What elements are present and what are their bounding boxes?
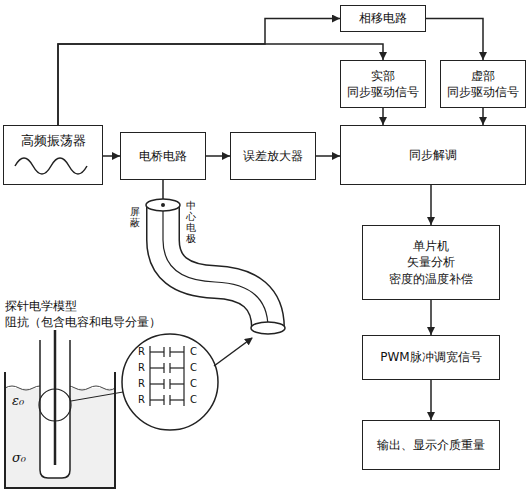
connector-arrow — [382, 108, 384, 125]
cable-inner — [163, 205, 268, 328]
box-text: 实部 同步驱动信号 — [345, 68, 421, 100]
resistor-label: R — [138, 394, 145, 405]
pointer-arrow — [214, 338, 252, 366]
rail — [183, 346, 184, 406]
rail — [149, 346, 150, 406]
box-text: 高频振荡器 — [8, 132, 98, 150]
capacitor-label: C — [190, 394, 197, 405]
resistor-label: R — [138, 362, 145, 373]
capacitor-label: C — [190, 346, 197, 357]
resistor-label: R — [138, 378, 145, 389]
oscillator-box: 高频振荡器 — [3, 125, 103, 185]
probe-rod — [54, 330, 57, 465]
amplifier-box: 误差放大器 — [230, 132, 316, 180]
capacitor-label: C — [190, 362, 197, 373]
sine-wave — [15, 158, 87, 174]
pwm-box: PWM脉冲调宽信号 — [362, 335, 500, 380]
resistor-label: R — [138, 346, 145, 357]
box-text: 单片机 — [367, 238, 495, 254]
capacitor-label: C — [190, 378, 197, 389]
model-note: 阻抗（包含电容和电导分量） — [5, 314, 161, 331]
electrode-dot — [161, 203, 165, 207]
bridge-box: 电桥电路 — [120, 132, 206, 180]
connector-arrow — [103, 155, 120, 157]
box-text: PWM脉冲调宽信号 — [367, 349, 495, 365]
connector-arrow — [58, 19, 340, 126]
electrode-label: 中心电极 — [186, 200, 196, 244]
leader-line — [71, 392, 123, 401]
conductivity-symbol: σ₀ — [12, 450, 26, 465]
mcu-box: 单片机矢量分析密度的温度补偿 — [362, 225, 500, 300]
cable-end — [146, 199, 180, 211]
box-text: 输出、显示介质重量 — [367, 437, 495, 453]
connector-arrow — [426, 19, 483, 61]
box-text: 虚部 同步驱动信号 — [445, 68, 521, 100]
box-text: 误差放大器 — [235, 148, 311, 164]
permittivity-symbol: ε₀ — [12, 393, 24, 408]
connector-arrow — [206, 155, 230, 157]
connector-arrow — [316, 155, 340, 157]
box-text: 密度的温度补偿 — [367, 271, 495, 287]
rc-ladder — [150, 347, 184, 405]
box-text: 同步解调 — [345, 147, 521, 163]
connector-arrow — [430, 185, 432, 225]
connector-arrow — [430, 300, 432, 335]
connector-arrow — [482, 108, 484, 125]
box-text: 相移电路 — [345, 10, 421, 26]
model-title: 探针电学模型 — [5, 298, 77, 315]
detail-circle — [39, 389, 71, 421]
connector-arrow — [58, 44, 383, 125]
signal-box: 实部 同步驱动信号 — [340, 60, 426, 108]
center-electrode — [163, 205, 268, 328]
zoom-circle — [122, 334, 218, 430]
box-text: 矢量分析 — [367, 254, 495, 270]
output-box: 输出、显示介质重量 — [362, 420, 500, 470]
demodulator-box: 同步解调 — [340, 125, 526, 185]
cable-end — [251, 322, 285, 334]
connector-arrow — [430, 380, 432, 420]
box-text: 电桥电路 — [125, 148, 201, 164]
shield-label: 屏蔽 — [130, 206, 140, 228]
process-box: 相移电路 — [340, 5, 426, 32]
cable-shield — [163, 205, 268, 328]
signal-box: 虚部 同步驱动信号 — [440, 60, 526, 108]
